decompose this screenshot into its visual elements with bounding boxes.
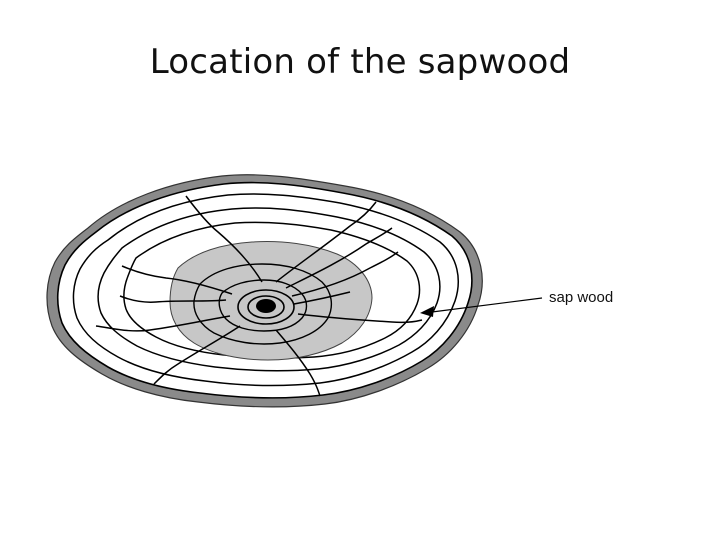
sapwood-label: sap wood [549, 289, 613, 306]
pith [256, 299, 276, 313]
